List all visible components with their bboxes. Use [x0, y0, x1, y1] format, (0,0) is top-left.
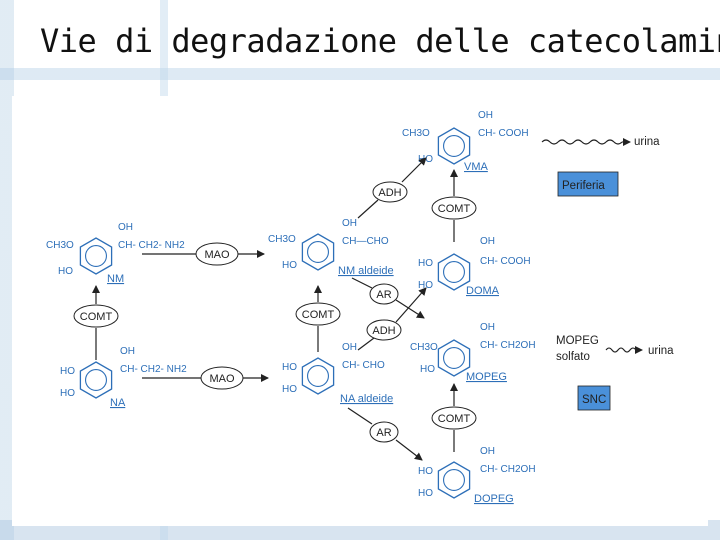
vma-r3: CH3O — [402, 128, 430, 139]
oval-comt-vma — [431, 196, 477, 220]
arrow-adh-to-doma — [395, 287, 427, 323]
nm-name: NM — [107, 273, 124, 285]
nm-aldeide-oh: OH — [342, 218, 357, 229]
oval-comt-dopeg — [431, 406, 477, 430]
oval-mao-bottom — [200, 366, 244, 390]
periferia-label: Periferia — [562, 180, 605, 192]
na-ring — [79, 361, 113, 399]
nm-chain: CH- CH2- NH2 — [118, 240, 185, 251]
doma-oh: OH — [480, 236, 495, 247]
mopeg-ring-aromatic — [443, 347, 465, 369]
pathway-figure: CH3O HO OH CH- CH2- NH2 NM HO HO OH CH- … — [12, 96, 708, 526]
enzyme-ar-bottom: AR — [376, 427, 391, 439]
nm-r3: CH3O — [46, 240, 74, 251]
na-aldeide-ring-aromatic — [307, 365, 329, 387]
nm-aldeide-ring — [301, 233, 335, 271]
enzyme-mao-bottom: MAO — [209, 373, 235, 385]
wavy-arrow-mopeg-urina — [605, 347, 637, 353]
na-aldeide-ring — [301, 357, 335, 395]
mopeg-chain: CH- CH2OH — [480, 340, 536, 351]
na-aldeide-name: NA aldeide — [340, 393, 393, 405]
mopeg-name: MOPEG — [466, 371, 507, 383]
vma-ring-aromatic — [443, 135, 465, 157]
na-r4: HO — [60, 388, 75, 399]
mopeg-solfato-line1: MOPEG — [556, 335, 599, 347]
na-ring-aromatic — [85, 369, 107, 391]
vma-ring — [437, 127, 471, 165]
line-nm-aldeide-to-adh — [357, 199, 379, 219]
na-chain: CH- CH2- NH2 — [120, 364, 187, 375]
enzyme-mao-top: MAO — [204, 249, 230, 261]
nm-ring — [79, 237, 113, 275]
pathway-diagram: CH3O HO OH CH- CH2- NH2 NM HO HO OH CH- … — [46, 110, 674, 505]
benzene-rings — [79, 127, 471, 499]
enzyme-comt-left: COMT — [80, 311, 113, 323]
mopeg-oh: OH — [480, 322, 495, 333]
dopeg-r4: HO — [418, 488, 433, 499]
arrow-adh-to-vma — [401, 157, 427, 183]
nm-aldeide-ring-aromatic — [307, 241, 329, 263]
nm-ring-aromatic — [85, 245, 107, 267]
na-r3: HO — [60, 366, 75, 377]
mopeg-r3: CH3O — [410, 342, 438, 353]
nm-aldeide-r4: HO — [282, 260, 297, 271]
periferia-box — [557, 171, 619, 197]
doma-ring-aromatic — [443, 261, 465, 283]
mopeg-r4: HO — [420, 364, 435, 375]
na-aldeide-r4: HO — [282, 384, 297, 395]
reaction-arrows — [92, 157, 458, 461]
mopeg-ring — [437, 339, 471, 377]
enzyme-comt-mid: COMT — [302, 309, 335, 321]
nm-r4: HO — [58, 266, 73, 277]
dopeg-chain: CH- CH2OH — [480, 464, 536, 475]
doma-name: DOMA — [466, 285, 500, 297]
slide-title: Vie di degradazione delle catecolamine — [40, 22, 720, 60]
oval-comt-left — [73, 304, 119, 328]
line-na-aldeide-to-adh — [357, 337, 375, 351]
arrow-ar-to-dopeg — [395, 439, 423, 461]
enzyme-adh-top: ADH — [378, 187, 401, 199]
oval-adh-top — [372, 181, 408, 203]
wavy-arrow-vma-urina — [541, 139, 623, 145]
na-aldeide-oh: OH — [342, 342, 357, 353]
snc-label: SNC — [582, 394, 606, 406]
enzyme-comt-dopeg: COMT — [438, 413, 471, 425]
vma-chain: CH- COOH — [478, 128, 529, 139]
enzyme-adh-mid: ADH — [372, 325, 395, 337]
doma-r3: HO — [418, 258, 433, 269]
urina-label-top: urina — [634, 136, 660, 148]
nm-oh: OH — [118, 222, 133, 233]
arrow-ar-to-mopeg — [395, 299, 425, 319]
nm-aldeide-r3: CH3O — [268, 234, 296, 245]
line-na-aldeide-to-ar — [347, 407, 373, 425]
dopeg-oh: OH — [480, 446, 495, 457]
doma-r4: HO — [418, 280, 433, 291]
oval-ar-bottom — [369, 421, 399, 443]
enzyme-ar-mid: AR — [376, 289, 391, 301]
enzyme-ovals — [73, 181, 477, 443]
na-oh: OH — [120, 346, 135, 357]
dopeg-name: DOPEG — [474, 493, 514, 505]
dopeg-r3: HO — [418, 466, 433, 477]
na-aldeide-r3: HO — [282, 362, 297, 373]
oval-mao-top — [195, 242, 239, 266]
oval-ar-mid — [369, 283, 399, 305]
snc-box — [577, 385, 611, 411]
urina-label-bottom: urina — [648, 345, 674, 357]
na-name: NA — [110, 397, 126, 409]
line-nm-aldeide-to-ar — [351, 277, 373, 289]
enzyme-comt-vma: COMT — [438, 203, 471, 215]
mopeg-solfato-line2: solfato — [556, 351, 590, 363]
na-aldeide-chain: CH- CHO — [342, 360, 385, 371]
oval-adh-mid — [366, 319, 402, 341]
vma-name: VMA — [464, 161, 489, 173]
nm-aldeide-chain: CH—CHO — [342, 236, 389, 247]
nm-aldeide-name: NM aldeide — [338, 265, 394, 277]
doma-ring — [437, 253, 471, 291]
dopeg-ring — [437, 461, 471, 499]
doma-chain: CH- COOH — [480, 256, 531, 267]
vma-oh: OH — [478, 110, 493, 121]
oval-comt-mid — [295, 302, 341, 326]
dopeg-ring-aromatic — [443, 469, 465, 491]
